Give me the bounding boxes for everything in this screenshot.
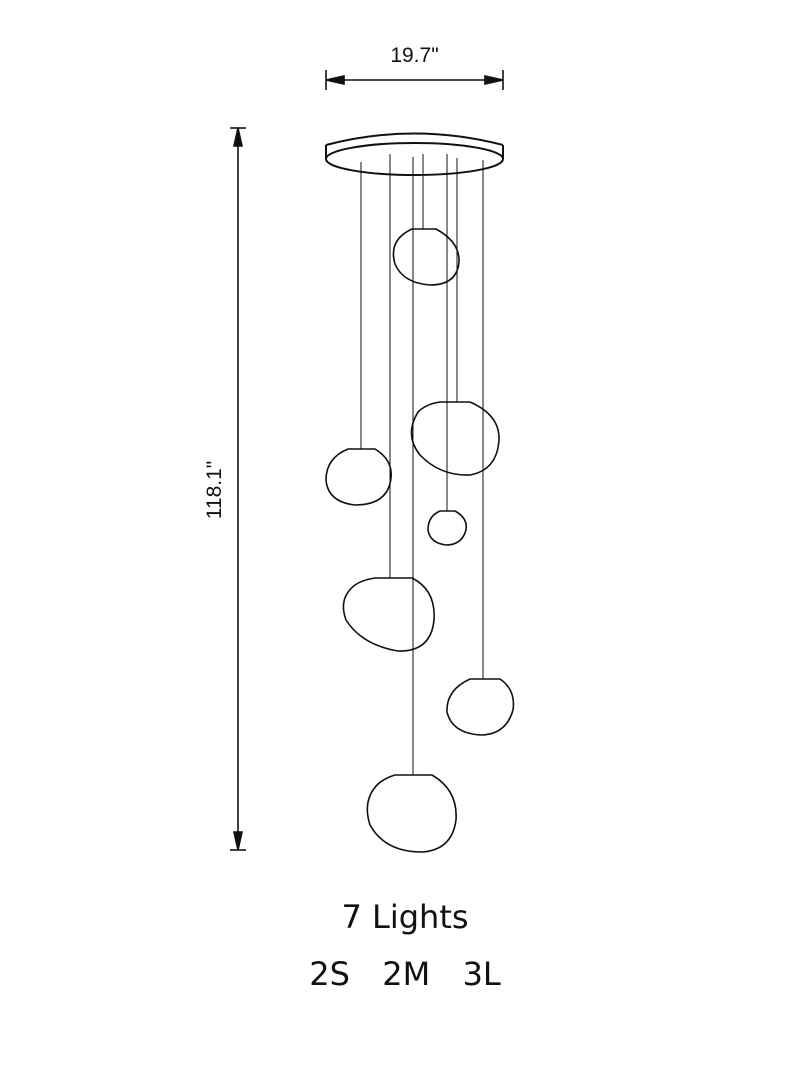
globe-small bbox=[427, 510, 468, 546]
width-dimension-line bbox=[325, 70, 504, 90]
canopy bbox=[325, 132, 504, 176]
globe-medium bbox=[392, 228, 460, 286]
globes bbox=[325, 228, 515, 853]
globe-large bbox=[366, 774, 457, 853]
size-mix: 2S 2M 3L bbox=[309, 955, 501, 993]
globe-medium bbox=[325, 448, 392, 506]
height-label: 118.1" bbox=[203, 460, 226, 520]
globe-large bbox=[342, 577, 435, 652]
light-count: 7 Lights bbox=[341, 898, 469, 936]
height-dimension-line bbox=[230, 127, 246, 851]
globe-large bbox=[410, 401, 500, 476]
width-label: 19.7" bbox=[390, 44, 439, 67]
wires bbox=[360, 154, 484, 775]
globe-medium bbox=[446, 678, 515, 736]
